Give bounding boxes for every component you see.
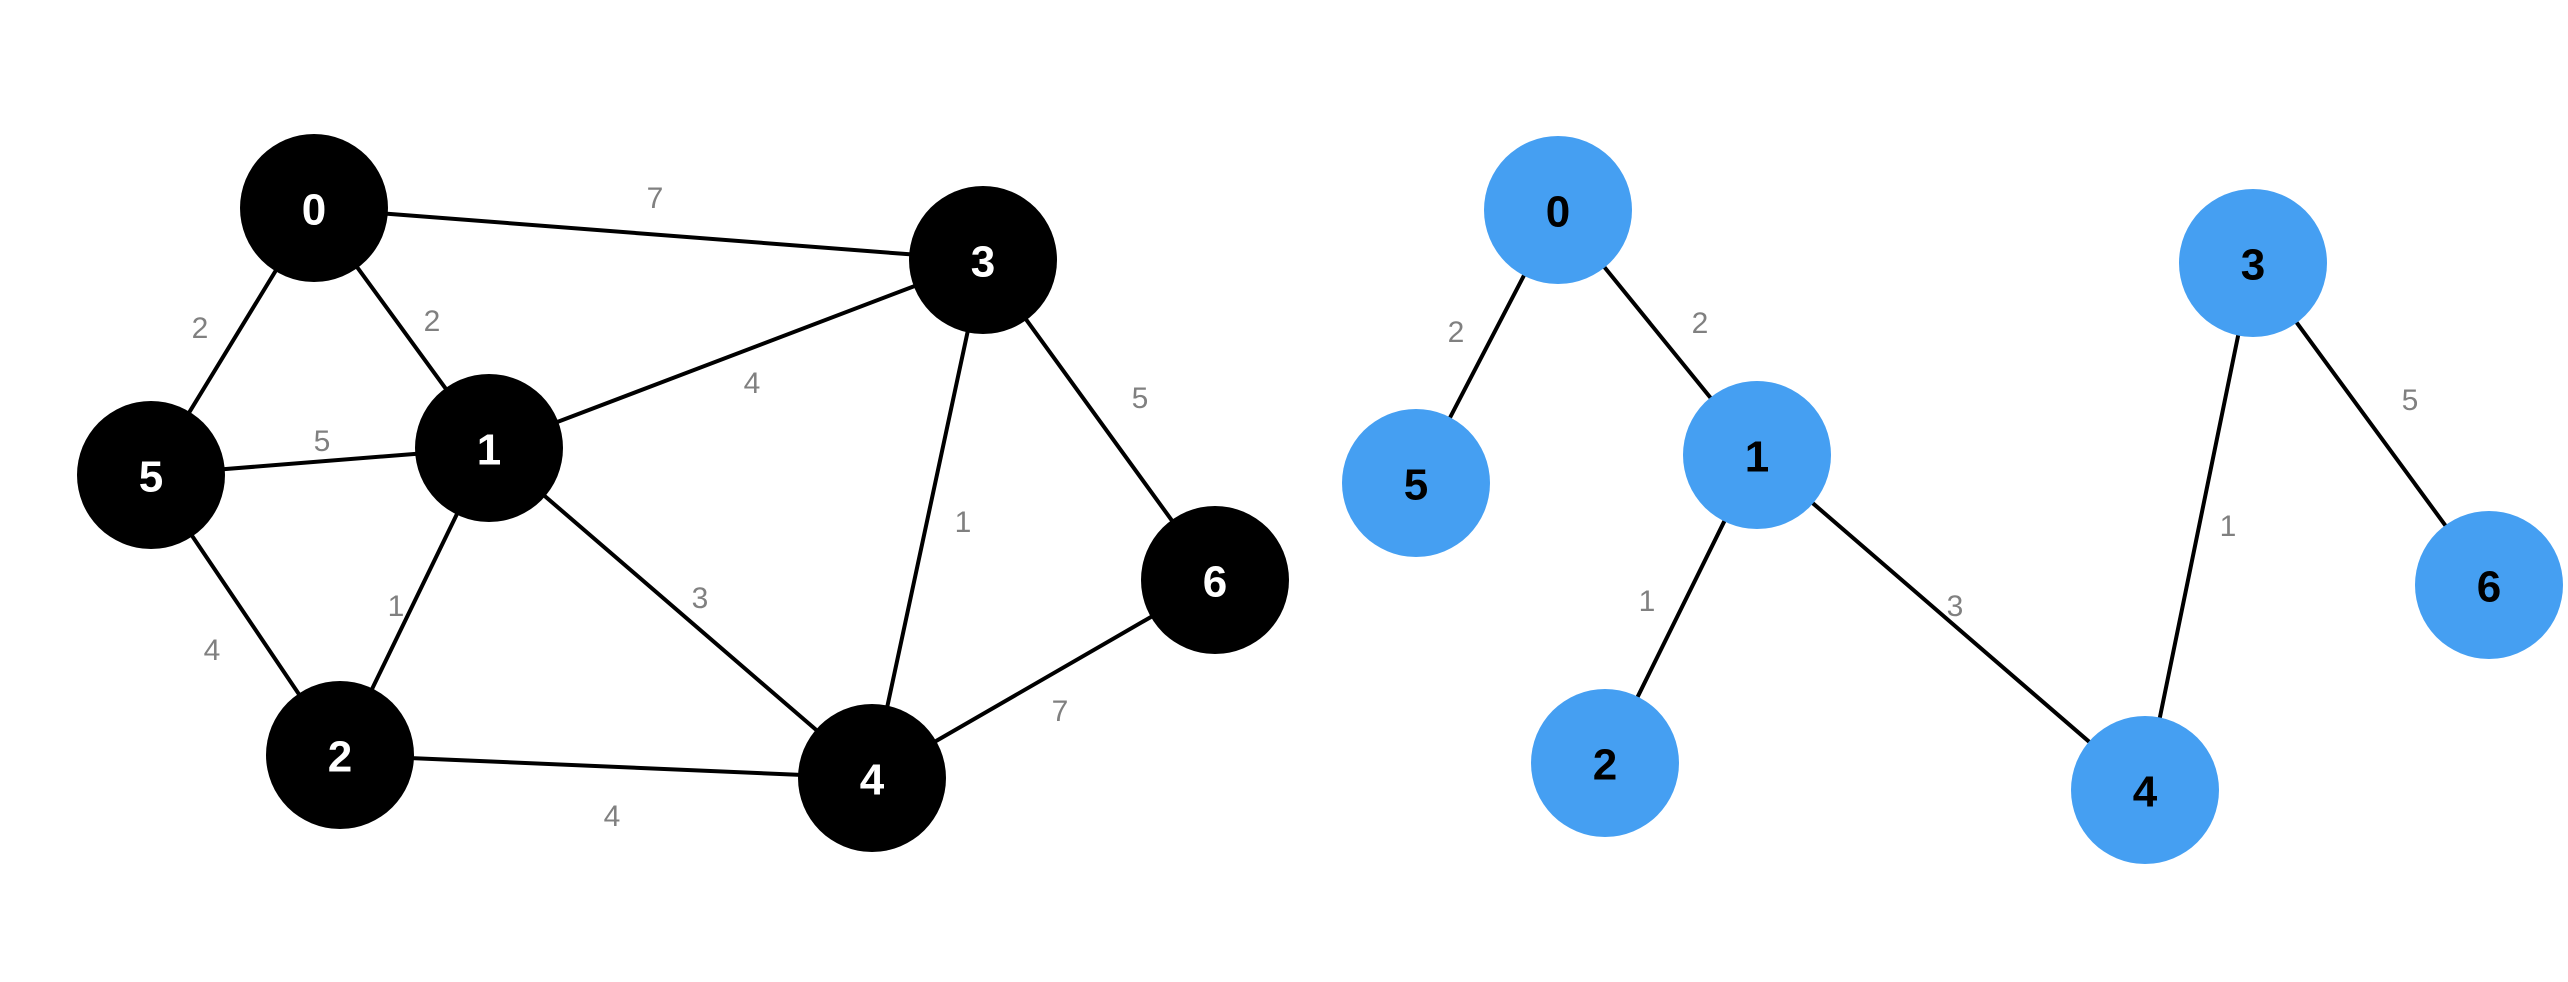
graph-edge-original-graph-1-4 — [541, 492, 820, 734]
node-circle-original-graph-1[interactable] — [415, 374, 563, 522]
node-label-mst-graph-5: 5 — [1404, 461, 1428, 510]
edge-weight-label-original-graph-2-4: 4 — [604, 800, 621, 833]
node-label-original-graph-5: 5 — [139, 453, 163, 502]
graph-node-mst-graph-4[interactable]: 4 — [2071, 716, 2219, 864]
node-circle-original-graph-6[interactable] — [1141, 506, 1289, 654]
edge-weight-label-original-graph-1-3: 4 — [744, 367, 761, 400]
node-label-original-graph-6: 6 — [1203, 558, 1227, 607]
graph-edge-original-graph-5-2 — [189, 532, 302, 698]
edge-weight-label-mst-graph-3-4: 1 — [2220, 510, 2237, 543]
edge-weight-label-original-graph-4-6: 7 — [1052, 695, 1069, 728]
edge-weight-label-mst-graph-0-1: 2 — [1692, 307, 1709, 340]
edge-weight-label-original-graph-0-1: 2 — [424, 305, 441, 338]
graph-node-original-graph-0[interactable]: 0 — [240, 134, 388, 282]
node-circle-mst-graph-1[interactable] — [1683, 381, 1831, 529]
graph-edge-original-graph-3-4 — [885, 328, 970, 710]
node-circle-original-graph-2[interactable] — [266, 681, 414, 829]
graph-edge-mst-graph-3-4 — [2157, 331, 2241, 722]
node-circle-original-graph-0[interactable] — [240, 134, 388, 282]
node-circle-mst-graph-2[interactable] — [1531, 689, 1679, 837]
edge-weight-label-original-graph-3-6: 5 — [1132, 382, 1149, 415]
graph-node-mst-graph-1[interactable]: 1 — [1683, 381, 1831, 529]
graph-edge-original-graph-0-1 — [354, 264, 449, 392]
graph-edge-mst-graph-0-5 — [1447, 271, 1527, 422]
node-label-mst-graph-6: 6 — [2477, 563, 2501, 612]
graph-node-mst-graph-6[interactable]: 6 — [2415, 511, 2563, 659]
graph-edge-mst-graph-1-2 — [1634, 517, 1728, 701]
edge-weight-label-original-graph-1-4: 3 — [692, 582, 709, 615]
edge-weight-label-mst-graph-3-6: 5 — [2402, 384, 2419, 417]
graph-edge-original-graph-1-3 — [554, 283, 918, 425]
graph-node-original-graph-1[interactable]: 1 — [415, 374, 563, 522]
graph-edge-original-graph-5-1 — [220, 451, 420, 472]
graph-node-mst-graph-3[interactable]: 3 — [2179, 189, 2327, 337]
graph-edge-mst-graph-1-4 — [1809, 500, 2093, 745]
graph-node-mst-graph-5[interactable]: 5 — [1342, 409, 1490, 557]
node-label-original-graph-2: 2 — [328, 733, 352, 782]
edge-weight-label-mst-graph-1-2: 1 — [1639, 585, 1656, 618]
graph-edge-original-graph-0-5 — [186, 267, 279, 416]
edges-layer — [186, 211, 2449, 777]
graph-edge-original-graph-3-6 — [1023, 316, 1175, 524]
node-label-mst-graph-0: 0 — [1546, 188, 1570, 237]
node-label-original-graph-1: 1 — [477, 426, 501, 475]
edge-weight-labels-layer: 7 2 2 5 4 1 4 3 1 5 4 7 2 2 1 3 1 5 — [192, 182, 2419, 833]
graph-node-mst-graph-2[interactable]: 2 — [1531, 689, 1679, 837]
edge-weight-label-original-graph-0-5: 2 — [192, 312, 209, 345]
edge-weight-label-original-graph-5-1: 5 — [314, 425, 331, 458]
graph-node-mst-graph-0[interactable]: 0 — [1484, 136, 1632, 284]
graph-node-original-graph-4[interactable]: 4 — [798, 704, 946, 852]
graph-edge-original-graph-0-3 — [383, 211, 914, 257]
graph-node-original-graph-2[interactable]: 2 — [266, 681, 414, 829]
node-label-mst-graph-3: 3 — [2241, 241, 2265, 290]
edge-weight-label-original-graph-5-2: 4 — [204, 634, 221, 667]
node-circle-original-graph-4[interactable] — [798, 704, 946, 852]
node-circle-original-graph-3[interactable] — [909, 186, 1057, 334]
node-circle-original-graph-5[interactable] — [77, 401, 225, 549]
node-circle-mst-graph-0[interactable] — [1484, 136, 1632, 284]
graph-node-original-graph-3[interactable]: 3 — [909, 186, 1057, 334]
node-label-mst-graph-1: 1 — [1745, 433, 1769, 482]
node-label-original-graph-0: 0 — [302, 186, 326, 235]
node-circle-mst-graph-4[interactable] — [2071, 716, 2219, 864]
edge-weight-label-original-graph-0-3: 7 — [647, 182, 664, 215]
node-label-mst-graph-4: 4 — [2133, 768, 2158, 817]
graph-edge-mst-graph-0-1 — [1601, 263, 1714, 402]
node-circle-mst-graph-3[interactable] — [2179, 189, 2327, 337]
edge-weight-label-mst-graph-0-5: 2 — [1448, 316, 1465, 349]
node-label-original-graph-3: 3 — [971, 238, 995, 287]
graph-edge-original-graph-4-6 — [932, 613, 1155, 745]
graph-edge-original-graph-2-4 — [409, 756, 803, 777]
nodes-layer: 0 1 2 3 4 5 6 0 1 2 3 4 5 6 — [77, 134, 2563, 864]
node-label-mst-graph-2: 2 — [1593, 741, 1617, 790]
edge-weight-label-original-graph-3-4: 1 — [955, 506, 972, 539]
graph-node-original-graph-6[interactable]: 6 — [1141, 506, 1289, 654]
node-label-original-graph-4: 4 — [860, 756, 885, 805]
edge-weight-label-mst-graph-1-4: 3 — [1947, 590, 1964, 623]
graph-edge-mst-graph-3-6 — [2293, 319, 2449, 529]
graph-edge-original-graph-1-2 — [369, 510, 460, 693]
graph-node-original-graph-5[interactable]: 5 — [77, 401, 225, 549]
edge-weight-label-original-graph-1-2: 1 — [388, 590, 405, 623]
node-circle-mst-graph-5[interactable] — [1342, 409, 1490, 557]
node-circle-mst-graph-6[interactable] — [2415, 511, 2563, 659]
